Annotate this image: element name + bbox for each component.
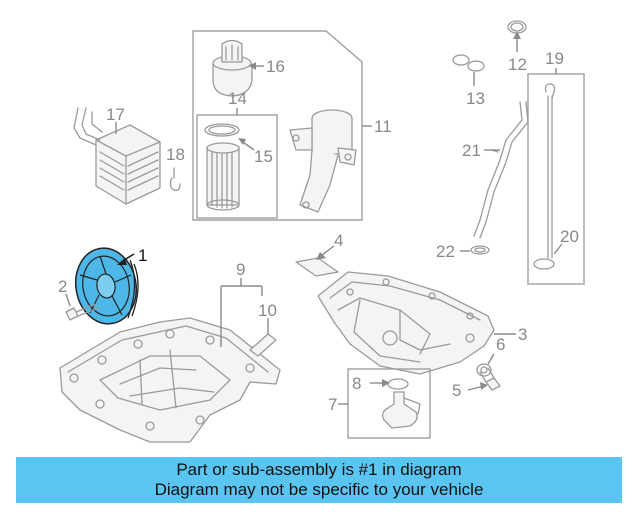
- callout-10[interactable]: 10: [258, 301, 277, 320]
- crankshaft-pulley[interactable]: [70, 243, 142, 328]
- drain-washer[interactable]: [476, 363, 492, 377]
- o-ring-18[interactable]: [169, 167, 181, 192]
- oil-filter-cap[interactable]: [212, 39, 253, 97]
- callout-18[interactable]: 18: [166, 145, 185, 164]
- callout-22[interactable]: 22: [436, 242, 455, 261]
- o-ring-13[interactable]: [452, 54, 485, 72]
- oil-filter-housing[interactable]: [289, 109, 357, 213]
- o-ring-20[interactable]: [533, 258, 555, 270]
- bed-plate[interactable]: [59, 317, 281, 443]
- group-box-11: [192, 30, 363, 221]
- gasket-10[interactable]: [249, 333, 277, 357]
- callout-3[interactable]: 3: [518, 325, 527, 344]
- callout-21[interactable]: 21: [462, 141, 481, 160]
- callout-5[interactable]: 5: [452, 381, 461, 400]
- callout-8[interactable]: 8: [352, 374, 361, 393]
- oil-level-sensor[interactable]: [382, 391, 421, 429]
- callout-1[interactable]: 1: [138, 246, 147, 265]
- oil-cooler[interactable]: [73, 107, 161, 205]
- dipstick[interactable]: [544, 83, 556, 259]
- drain-plug[interactable]: [479, 367, 501, 391]
- callout-13[interactable]: 13: [466, 89, 485, 108]
- dipstick-tube[interactable]: [473, 101, 529, 239]
- callout-19[interactable]: 19: [545, 49, 564, 68]
- callout-15[interactable]: 15: [254, 147, 273, 166]
- o-ring-22[interactable]: [470, 245, 490, 255]
- callout-16[interactable]: 16: [266, 57, 285, 76]
- callout-2[interactable]: 2: [58, 277, 67, 296]
- banner-line-1: Part or sub-assembly is #1 in diagram: [176, 460, 462, 479]
- callout-4[interactable]: 4: [334, 231, 343, 250]
- o-ring-8[interactable]: [387, 378, 409, 390]
- callout-6[interactable]: 6: [496, 335, 505, 354]
- callout-9[interactable]: 9: [236, 260, 245, 279]
- callout-17[interactable]: 17: [106, 105, 125, 124]
- parts-diagram: 1 2 3 4 5 6 7 8 9 10 11 12 13 14 15 16 1…: [58, 20, 585, 443]
- callout-14[interactable]: 14: [228, 89, 247, 108]
- info-banner: Part or sub-assembly is #1 in diagram Di…: [16, 457, 622, 503]
- callout-11[interactable]: 11: [374, 117, 392, 136]
- callout-20[interactable]: 20: [560, 227, 579, 246]
- callout-12[interactable]: 12: [508, 55, 527, 74]
- seal-4[interactable]: [295, 257, 339, 277]
- oil-filter-element[interactable]: [204, 123, 240, 211]
- banner-line-2: Diagram may not be specific to your vehi…: [154, 480, 484, 499]
- callout-7[interactable]: 7: [328, 395, 337, 414]
- oil-pan[interactable]: [317, 271, 495, 375]
- pulley-bolt[interactable]: [65, 303, 99, 321]
